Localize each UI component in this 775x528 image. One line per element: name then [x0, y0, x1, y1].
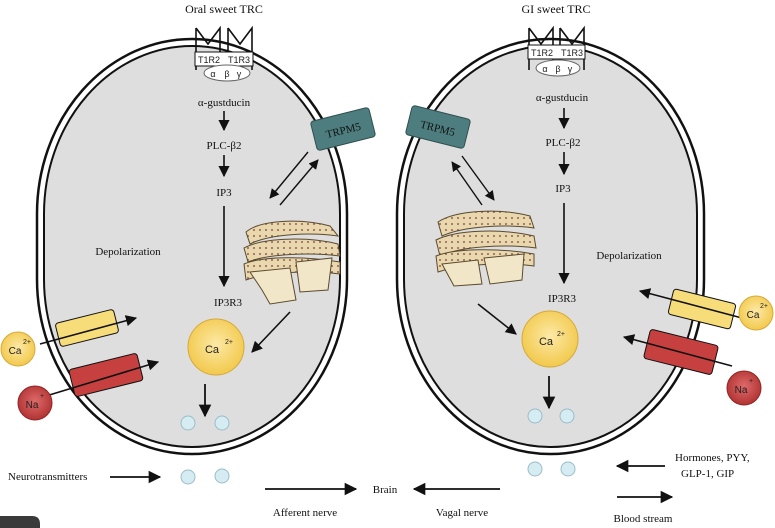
- right-vesicle: [559, 408, 575, 424]
- left-t1r2-label: T1R2: [198, 55, 220, 65]
- right-receptor: T1R2 T1R3 α β γ: [527, 25, 586, 77]
- right-calcium-ion-intracellular: [521, 310, 579, 368]
- left-gamma-subunit: γ: [237, 69, 242, 79]
- left-sodium-channel: [68, 353, 144, 397]
- right-plc-label: PLC-β2: [546, 137, 581, 149]
- right-arrow-sodium-influx: [622, 334, 733, 367]
- brain-label: Brain: [373, 484, 398, 496]
- left-vesicle: [180, 415, 196, 431]
- released-vesicle: [527, 461, 543, 477]
- blood-stream-label: Blood stream: [614, 513, 673, 525]
- left-endoplasmic-reticulum: [243, 220, 341, 305]
- left-na-outer-label: Na: [26, 400, 39, 411]
- left-receptor: T1R2 T1R3 α β γ: [194, 25, 254, 82]
- released-vesicle: [560, 461, 576, 477]
- left-cell-title: Oral sweet TRC: [185, 2, 263, 16]
- right-ca-inner-label: Ca: [539, 336, 554, 348]
- right-ca-outer-charge: 2+: [760, 303, 768, 310]
- right-trpm5-channel: TRPM5: [405, 105, 471, 149]
- neurotransmitters-label: Neurotransmitters: [8, 471, 87, 483]
- right-arrow-calcium-influx: [638, 288, 743, 319]
- right-gustducin-label: α-gustducin: [536, 92, 589, 104]
- corner-decoration: [0, 516, 40, 528]
- left-calcium-channel: [55, 309, 119, 347]
- right-calcium-channel: [667, 288, 737, 330]
- left-alpha-subunit: α: [210, 69, 215, 79]
- left-ip3-label: IP3: [216, 187, 232, 199]
- right-ca-inner-charge: 2+: [557, 331, 565, 338]
- left-calcium-ion-intracellular: [187, 318, 245, 376]
- left-ca-outer-charge: 2+: [23, 339, 31, 346]
- left-cell-inner-membrane: [43, 45, 341, 448]
- bottom-pathway: Neurotransmitters Brain Afferent nerve V…: [8, 452, 750, 525]
- left-depolarization-label: Depolarization: [95, 246, 161, 258]
- released-vesicle: [180, 469, 196, 485]
- right-g-protein: [535, 59, 581, 77]
- left-sodium-ion: [17, 385, 53, 421]
- left-beta-subunit: β: [224, 69, 229, 79]
- right-na-outer-label: Na: [735, 385, 748, 396]
- right-t1r2-label: T1R2: [531, 48, 553, 58]
- right-ip3r3-label: IP3R3: [548, 293, 577, 305]
- released-vesicle: [214, 468, 230, 484]
- left-arrow-sodium-influx: [45, 359, 160, 397]
- right-endoplasmic-reticulum: [435, 210, 537, 287]
- left-trpm5-channel: TRPM5: [310, 107, 376, 151]
- right-na-outer-charge: +: [749, 378, 753, 385]
- left-ca-inner-charge: 2+: [225, 339, 233, 346]
- right-arrow-er-to-calcium: [477, 303, 517, 335]
- left-plc-label: PLC-β2: [207, 140, 242, 152]
- right-beta-subunit: β: [555, 64, 560, 74]
- hormones-label-line2: GLP-1, GIP: [681, 468, 734, 480]
- right-ca-outer-label: Ca: [747, 310, 760, 321]
- left-ca-outer-label: Ca: [9, 346, 22, 357]
- hormones-label-line1: Hormones, PYY,: [675, 452, 750, 464]
- left-calcium-ion-extracellular: [0, 331, 36, 367]
- left-arrow-trpm5-to-er: [269, 151, 309, 199]
- left-na-outer-charge: +: [40, 393, 44, 400]
- left-gustducin-label: α-gustducin: [198, 97, 251, 109]
- afferent-nerve-label: Afferent nerve: [273, 507, 337, 519]
- right-alpha-subunit: α: [542, 64, 547, 74]
- left-arrow-er-to-trpm5: [279, 159, 319, 206]
- right-arrow-trpm5-to-er: [461, 155, 495, 201]
- right-gamma-subunit: γ: [568, 64, 573, 74]
- right-arrow-er-to-trpm5: [451, 161, 483, 206]
- left-arrow-calcium-influx: [39, 315, 138, 345]
- right-t1r3-label: T1R3: [561, 48, 583, 58]
- right-cell: GI sweet TRC T1R2 T1R3 α β γ α-gustducin…: [395, 2, 774, 456]
- right-cell-title: GI sweet TRC: [521, 2, 590, 16]
- left-cell: Oral sweet TRC T1R2 T1R3 α β γ α-gustduc…: [0, 2, 376, 456]
- right-vesicle: [527, 408, 543, 424]
- right-calcium-ion-extracellular: [738, 295, 774, 331]
- left-ip3r3-label: IP3R3: [214, 297, 243, 309]
- right-sodium-ion: [726, 370, 762, 406]
- left-ca-inner-label: Ca: [205, 344, 220, 356]
- vagal-nerve-label: Vagal nerve: [436, 507, 488, 519]
- left-g-protein: [203, 64, 251, 82]
- left-vesicle: [214, 415, 230, 431]
- right-depolarization-label: Depolarization: [596, 250, 662, 262]
- left-t1r3-label: T1R3: [228, 55, 250, 65]
- right-ip3-label: IP3: [555, 183, 571, 195]
- left-arrow-er-to-calcium: [251, 311, 291, 353]
